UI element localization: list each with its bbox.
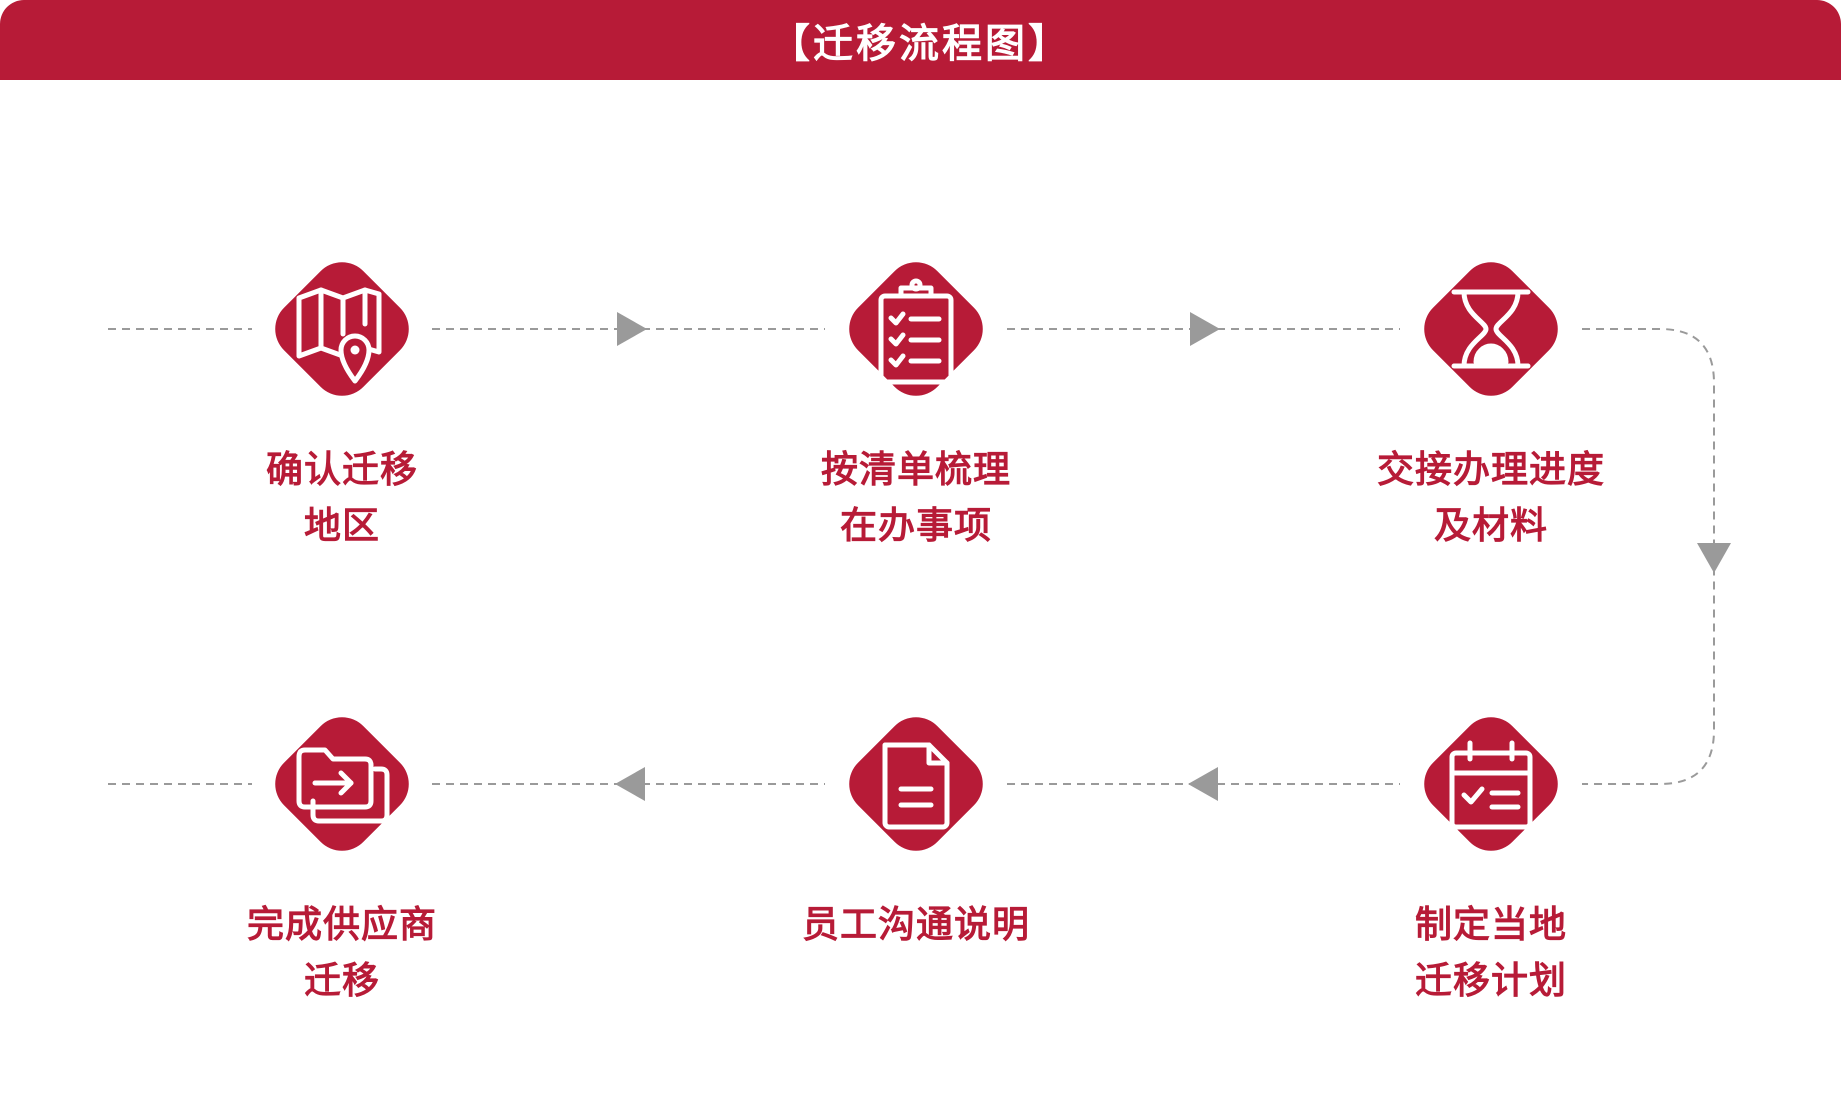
diagram-title: 【迁移流程图】 [770, 21, 1071, 67]
step-4-node [1396, 689, 1586, 879]
step-6-node [247, 689, 437, 879]
hourglass-icon [1451, 289, 1531, 369]
arrow-left-4 [1188, 767, 1218, 801]
diamond-shape [1424, 262, 1558, 396]
step-1-label: 确认迁移 地区 [182, 442, 502, 554]
arrow-right-1 [617, 312, 647, 346]
step-6-label-line2: 迁移 [304, 959, 380, 1002]
step-5-label: 员工沟通说明 [756, 897, 1076, 953]
step-4-label-line2: 迁移计划 [1415, 959, 1567, 1002]
step-3-label-line1: 交接办理进度 [1377, 448, 1605, 491]
step-1-node [247, 234, 437, 424]
step-2-node [821, 234, 1011, 424]
step-5-label-line1: 员工沟通说明 [802, 903, 1030, 946]
folder-transfer-icon [296, 747, 390, 824]
step-4-label: 制定当地 迁移计划 [1331, 897, 1651, 1009]
step-3-label: 交接办理进度 及材料 [1331, 442, 1651, 554]
step-2-label-line2: 在办事项 [840, 504, 992, 547]
map-pin-icon [296, 287, 382, 384]
step-1-label-line2: 地区 [304, 504, 380, 547]
step-2-label-line1: 按清单梳理 [821, 448, 1011, 491]
step-3-node [1396, 234, 1586, 424]
clipboard-checklist-icon [878, 278, 954, 385]
step-3-label-line2: 及材料 [1434, 504, 1548, 547]
arrow-left-5 [615, 767, 645, 801]
connector-curve-3-4 [1582, 328, 1715, 785]
arrow-down-3 [1697, 543, 1731, 573]
diamond-shape [1424, 717, 1558, 851]
step-2-label: 按清单梳理 在办事项 [756, 442, 1076, 554]
step-4-label-line1: 制定当地 [1415, 903, 1567, 946]
step-6-label-line1: 完成供应商 [247, 903, 437, 946]
document-icon [882, 742, 950, 830]
title-banner: 【迁移流程图】 [0, 0, 1841, 80]
diamond-shape [849, 717, 983, 851]
step-1-label-line1: 确认迁移 [266, 448, 418, 491]
step-5-node [821, 689, 1011, 879]
arrow-right-2 [1190, 312, 1220, 346]
step-6-label: 完成供应商 迁移 [182, 897, 502, 1009]
calendar-check-icon [1449, 740, 1533, 830]
